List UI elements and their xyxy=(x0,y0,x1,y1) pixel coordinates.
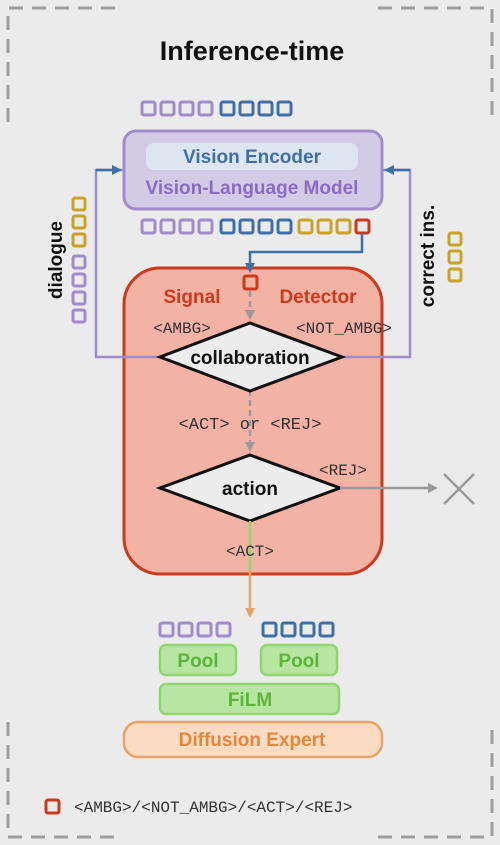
rej-token-label: <REJ> xyxy=(319,462,367,480)
signal-label: Signal xyxy=(163,287,220,308)
input-tokens xyxy=(140,100,293,117)
reject-cross-icon xyxy=(443,473,475,505)
signal-token xyxy=(242,274,259,291)
diffusion-expert-box xyxy=(122,720,384,759)
film-label: FiLM xyxy=(228,690,272,711)
legend-token-icon xyxy=(44,798,61,815)
correct-ins-tokens xyxy=(447,231,463,283)
vision-encoder-box xyxy=(146,143,358,170)
ambg-token-label: <AMBG> xyxy=(153,320,211,338)
correct-ins-label: correct ins. xyxy=(418,205,439,307)
act-token-label: <ACT> xyxy=(226,543,274,561)
vlm-label: Vision-Language Model xyxy=(146,178,359,199)
pool-box-left xyxy=(158,643,238,677)
diffusion-expert-label: Diffusion Expert xyxy=(179,730,326,751)
output-tokens xyxy=(140,218,371,235)
collaboration-diamond xyxy=(155,321,347,393)
collaboration-label: collaboration xyxy=(190,348,309,369)
dialogue-label: dialogue xyxy=(46,221,67,299)
pool-label-left: Pool xyxy=(177,651,218,672)
detector-label: Detector xyxy=(279,287,357,308)
film-box xyxy=(158,682,341,716)
signal-token-arrow xyxy=(245,233,364,273)
action-label: action xyxy=(222,479,278,500)
pool-box-right xyxy=(259,643,339,677)
dialogue-tokens xyxy=(71,196,87,324)
pool-input-tokens xyxy=(158,621,335,638)
legend-label: <AMBG>/<NOT_AMBG>/<ACT>/<REJ> xyxy=(74,799,352,817)
dashed-frame xyxy=(6,6,494,839)
title: Inference-time xyxy=(160,36,345,66)
act-or-rej-label: <ACT> or <REJ> xyxy=(179,416,322,435)
pool-label-right: Pool xyxy=(278,651,319,672)
vision-encoder-label: Vision Encoder xyxy=(183,147,322,168)
not-ambg-token-label: <NOT_AMBG> xyxy=(296,320,392,338)
